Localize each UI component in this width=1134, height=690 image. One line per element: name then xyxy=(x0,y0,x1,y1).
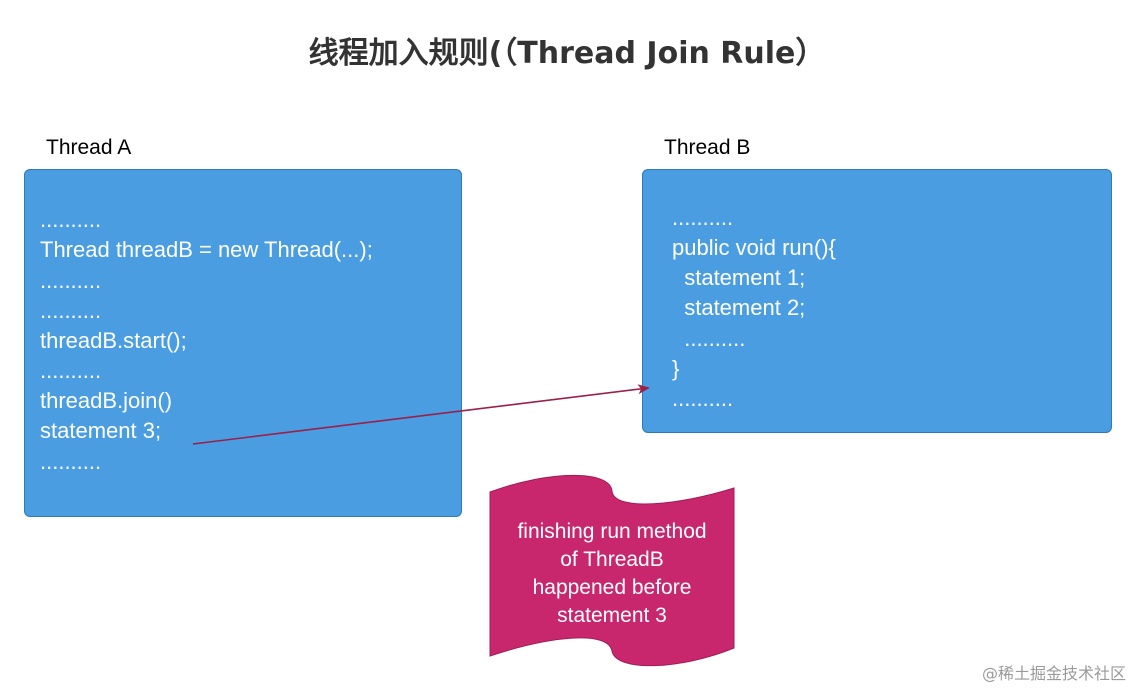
thread-a-line: .......... xyxy=(40,207,102,232)
thread-b-line: statement 1; xyxy=(672,265,806,290)
thread-a-line: .......... xyxy=(40,268,102,293)
note-line: statement 3 xyxy=(557,604,667,627)
thread-b-line: } xyxy=(672,356,680,381)
thread-a-line: Thread threadB = new Thread(...); xyxy=(40,237,373,262)
diagram-title: 线程加入规则(（Thread Join Rule） xyxy=(308,36,826,71)
thread-b-line: .......... xyxy=(672,386,734,411)
note-shape xyxy=(489,474,735,667)
happens-before-arrow xyxy=(192,384,650,445)
note-line: finishing run method xyxy=(517,520,707,543)
note-line: of ThreadB xyxy=(560,548,664,571)
thread-b-line: public void run(){ xyxy=(672,235,836,260)
thread-a-line: .......... xyxy=(40,358,102,383)
note-text: finishing run method of ThreadB happened… xyxy=(490,518,734,630)
thread-a-line: .......... xyxy=(40,449,102,474)
thread-a-line: statement 3; xyxy=(40,418,162,443)
thread-b-line: statement 2; xyxy=(672,295,806,320)
watermark: @稀土掘金技术社区 xyxy=(981,664,1126,683)
thread-a-label: Thread A xyxy=(46,136,132,159)
thread-a-line: .......... xyxy=(40,298,102,323)
thread-b-label: Thread B xyxy=(664,136,751,159)
thread-a-line: threadB.join() xyxy=(40,388,173,413)
thread-b-box: .......... public void run(){ statement … xyxy=(642,169,1112,433)
thread-b-line: .......... xyxy=(672,205,734,230)
note-line: happened before xyxy=(532,576,692,599)
thread-a-line: threadB.start(); xyxy=(40,328,187,353)
thread-b-line: .......... xyxy=(672,326,746,351)
thread-a-box: .......... Thread threadB = new Thread(.… xyxy=(24,169,462,517)
